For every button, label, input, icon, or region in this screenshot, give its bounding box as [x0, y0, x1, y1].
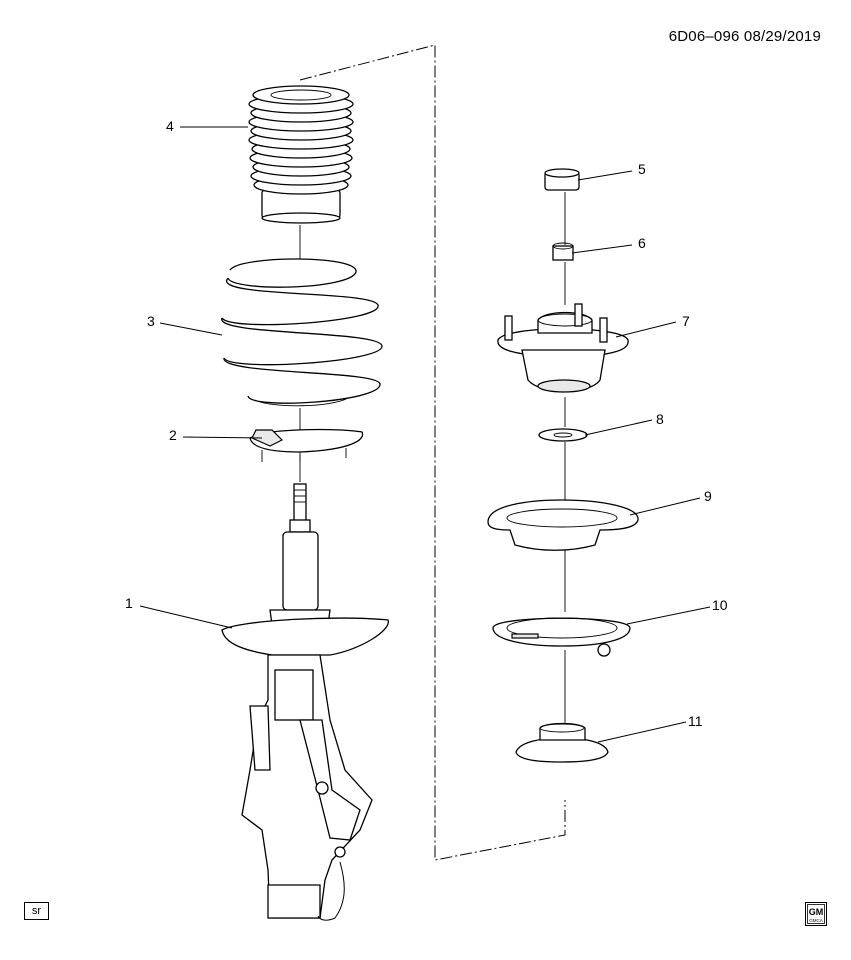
- part-1-strut-assembly: [221, 483, 389, 921]
- part-9-upper-spring-seat: [487, 499, 639, 551]
- leader-5: [577, 170, 633, 181]
- callout-4: 4: [166, 118, 174, 134]
- part-3-coil-spring: [221, 258, 383, 407]
- leader-9: [629, 497, 701, 516]
- part-11-bump-plate: [515, 722, 609, 763]
- leader-1: [139, 605, 233, 629]
- leader-8: [584, 419, 653, 436]
- sr-label-box: sr: [24, 902, 49, 920]
- leader-7: [615, 321, 677, 338]
- leader-2: [182, 436, 263, 439]
- svg-text:GMCA: GMCA: [809, 918, 823, 923]
- callout-3: 3: [147, 313, 155, 329]
- callout-10: 10: [712, 597, 728, 613]
- part-2-spring-insulator: [249, 428, 364, 462]
- callout-2: 2: [169, 427, 177, 443]
- callout-8: 8: [656, 411, 664, 427]
- part-5-bushing-cap: [544, 168, 580, 191]
- part-4-dust-boot: [248, 85, 354, 224]
- leader-3: [159, 322, 223, 336]
- part-8-washer: [538, 428, 588, 442]
- callout-1: 1: [125, 595, 133, 611]
- part-10-insulator-ring: [492, 617, 631, 657]
- callout-7: 7: [682, 313, 690, 329]
- part-6-nut: [552, 242, 574, 261]
- callout-11: 11: [688, 713, 703, 729]
- leader-6: [571, 244, 633, 254]
- callout-9: 9: [704, 488, 712, 504]
- document-id-date: 6D06–096 08/29/2019: [668, 28, 821, 45]
- gm-logo: GM GMCA: [805, 902, 827, 926]
- callout-6: 6: [638, 235, 646, 251]
- leader-11: [597, 721, 687, 743]
- part-7-strut-mount: [497, 303, 629, 393]
- svg-text:GM: GM: [809, 907, 824, 917]
- leader-10: [626, 606, 711, 625]
- callout-5: 5: [638, 161, 646, 177]
